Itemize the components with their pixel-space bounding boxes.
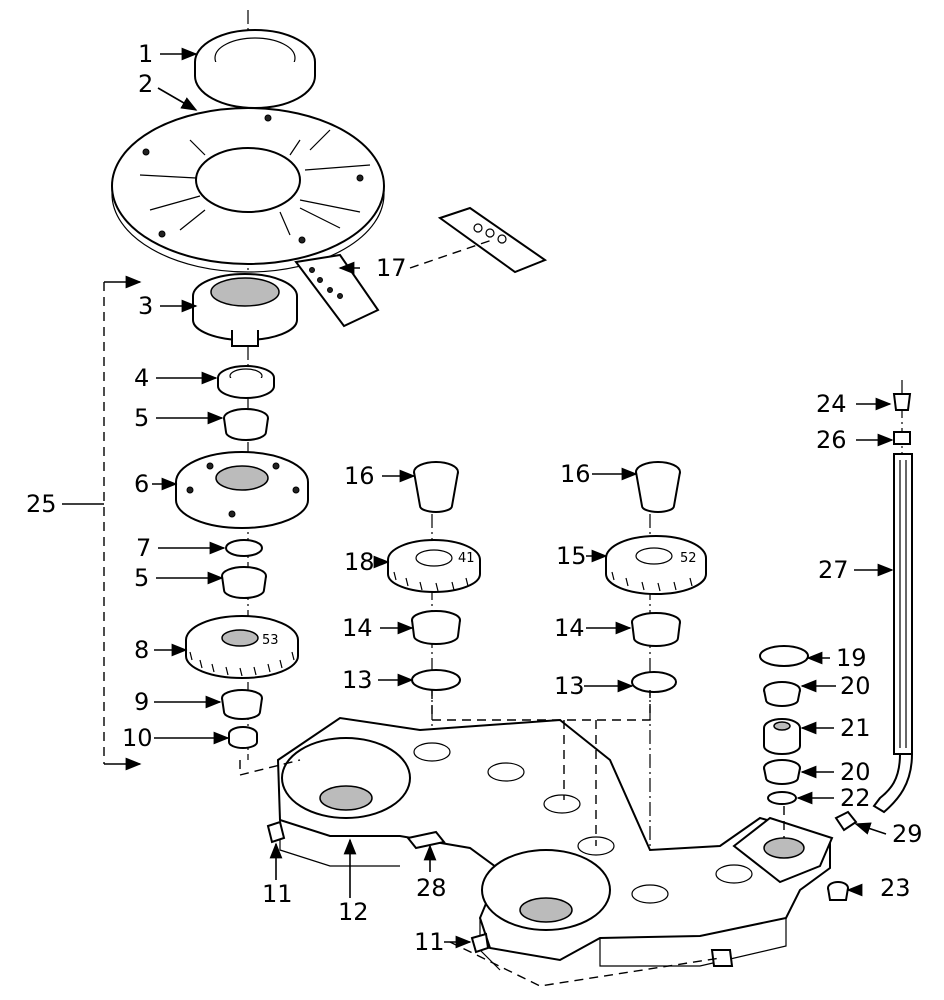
callout-9: 9	[134, 688, 149, 716]
callout-20-upper: 20	[840, 672, 871, 700]
callout-14-right: 14	[554, 614, 585, 642]
callout-13-mid: 13	[342, 666, 373, 694]
callout-11-upper: 11	[262, 880, 293, 908]
part-23-breather	[827, 881, 849, 901]
part-5-bearing-upper	[223, 408, 269, 441]
part-3-hub	[192, 273, 298, 347]
callout-22: 22	[840, 784, 871, 812]
part-29-fitting	[834, 810, 858, 832]
callout-18: 18	[344, 548, 375, 576]
callout-13-right: 13	[554, 672, 585, 700]
part-28-shim	[406, 830, 446, 850]
part-7-circlip	[225, 539, 263, 557]
part-21-pinion	[763, 718, 801, 755]
part-13-ring-mid	[411, 669, 461, 691]
callout-8: 8	[134, 636, 149, 664]
callout-16-right: 16	[560, 460, 591, 488]
callout-26: 26	[816, 426, 847, 454]
part-14-bearing-right	[631, 612, 681, 647]
callout-15: 15	[556, 542, 587, 570]
part-18-gear: 41	[387, 539, 481, 593]
callout-2: 2	[138, 70, 153, 98]
part-2-disc	[111, 107, 385, 273]
assembly-lines	[239, 690, 785, 987]
part-6-housing	[175, 451, 309, 529]
part-9-bearing	[221, 689, 263, 720]
part-13-ring-right	[631, 671, 677, 693]
part-4-seal	[217, 365, 275, 399]
part-11-plug-bottom	[710, 949, 734, 967]
part-20-bearing-lower	[763, 759, 801, 785]
leader-lines	[62, 47, 894, 949]
callout-27: 27	[818, 556, 849, 584]
part-16-cap-left	[413, 461, 459, 513]
callout-16-mid: 16	[344, 462, 375, 490]
gear-8-marking: 53	[262, 633, 279, 648]
callout-7: 7	[136, 534, 151, 562]
part-12-base-housing	[276, 716, 834, 971]
callout-21: 21	[840, 714, 871, 742]
gear-15-marking: 52	[680, 551, 697, 566]
part-5-bearing-lower	[221, 566, 267, 599]
part-19-circlip	[759, 645, 809, 667]
callout-labels: 1 2 3 4 5 6 7 5 8 9 10 11 12 28 11 13 14…	[26, 40, 923, 956]
part-27-tube	[872, 453, 914, 814]
callout-6: 6	[134, 470, 149, 498]
callout-25: 25	[26, 490, 57, 518]
gear-18-marking: 41	[458, 551, 475, 566]
part-16-cap-right	[635, 461, 681, 513]
part-24-plug	[892, 393, 912, 411]
callout-12: 12	[338, 898, 369, 926]
part-11-nut-upper	[266, 820, 286, 844]
callout-5-lower: 5	[134, 564, 149, 592]
callout-24: 24	[816, 390, 847, 418]
callout-29: 29	[892, 820, 923, 848]
callout-4: 4	[134, 364, 149, 392]
part-15-gear: 52	[605, 535, 707, 595]
callout-20-lower: 20	[840, 758, 871, 786]
part-26-fitting	[893, 431, 911, 445]
callout-11-lower: 11	[414, 928, 445, 956]
part-17-blade	[294, 206, 548, 328]
callout-3: 3	[138, 292, 153, 320]
part-1-bearing-ring	[194, 29, 316, 109]
part-14-bearing-mid	[411, 610, 461, 645]
callout-14-mid: 14	[342, 614, 373, 642]
callout-28: 28	[416, 874, 447, 902]
callout-23: 23	[880, 874, 911, 902]
callout-19: 19	[836, 644, 867, 672]
callout-5-upper: 5	[134, 404, 149, 432]
part-8-gear: 53	[185, 615, 299, 679]
callout-17: 17	[376, 254, 407, 282]
callout-10: 10	[122, 724, 153, 752]
part-20-bearing-upper	[763, 681, 801, 707]
part-10-cap	[228, 726, 258, 749]
part-22-spacer	[767, 791, 797, 805]
callout-1: 1	[138, 40, 153, 68]
part-11-nut-lower	[470, 932, 490, 954]
group-25-bracket	[103, 275, 142, 771]
